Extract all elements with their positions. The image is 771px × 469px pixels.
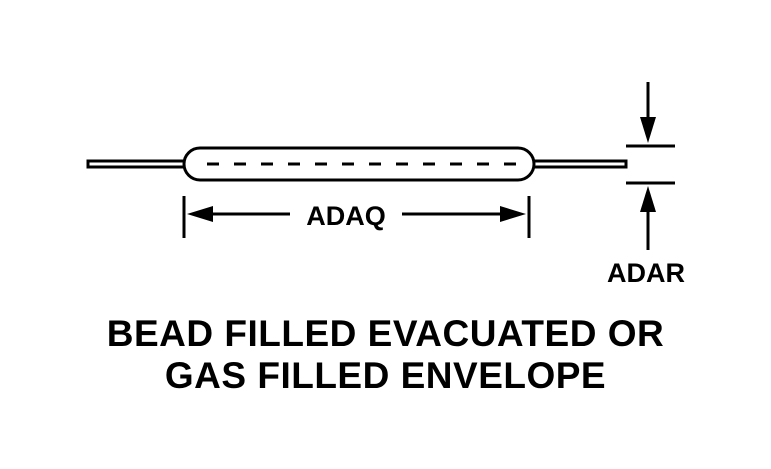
- caption-line-2: GAS FILLED ENVELOPE: [164, 355, 607, 396]
- right-lead-wire: [528, 159, 628, 169]
- diameter-arrow-bottom-head: [640, 186, 656, 212]
- length-arrow-left-head: [187, 206, 213, 222]
- left-lead-wire: [86, 159, 190, 169]
- length-arrow-right-head: [500, 206, 526, 222]
- diameter-dimension-label: ADAR: [607, 258, 685, 288]
- diameter-arrow-top-head: [640, 117, 656, 143]
- length-dimension-label: ADAQ: [306, 201, 386, 231]
- envelope-body: [182, 146, 536, 182]
- caption-line-1: BEAD FILLED EVACUATED OR: [106, 313, 665, 354]
